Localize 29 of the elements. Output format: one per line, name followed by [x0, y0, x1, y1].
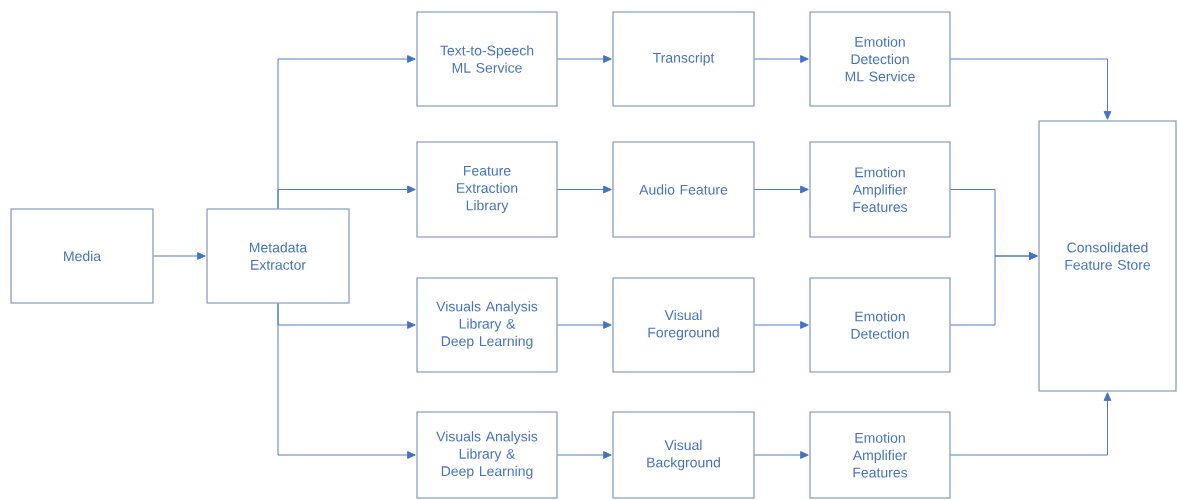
process-box: Visuals Analysis Library & Deep Learning — [416, 277, 558, 373]
process-box: Emotion Detection ML Service — [809, 11, 951, 107]
process-box: Transcript — [612, 11, 755, 107]
process-box: Text-to-Speech ML Service — [416, 11, 558, 107]
arrow — [950, 252, 1038, 326]
process-box: Audio Feature — [612, 141, 755, 238]
process-box: Media — [10, 208, 154, 304]
arrow — [557, 451, 612, 459]
arrow — [277, 303, 416, 459]
arrow — [153, 252, 206, 260]
process-box: Visuals Analysis Library & Deep Learning — [416, 411, 558, 499]
process-box: Consolidated Feature Store — [1038, 120, 1177, 392]
process-box: Visual Background — [612, 411, 755, 499]
arrow — [277, 185, 416, 209]
process-box: Emotion Detection — [809, 277, 951, 373]
process-box: Emotion Amplifier Features — [809, 141, 951, 238]
arrow — [950, 392, 1112, 456]
process-box: Feature Extraction Library — [416, 141, 558, 238]
process-box: Emotion Amplifier Features — [809, 411, 951, 499]
arrow — [754, 185, 809, 194]
process-box: Metadata Extractor — [206, 208, 350, 304]
arrow — [557, 321, 612, 329]
arrow — [754, 451, 809, 459]
arrow — [950, 58, 1112, 120]
process-box: Visual Foreground — [612, 277, 755, 373]
arrow — [754, 321, 809, 329]
arrow — [754, 55, 809, 63]
arrow — [557, 55, 612, 63]
arrow — [557, 185, 612, 194]
